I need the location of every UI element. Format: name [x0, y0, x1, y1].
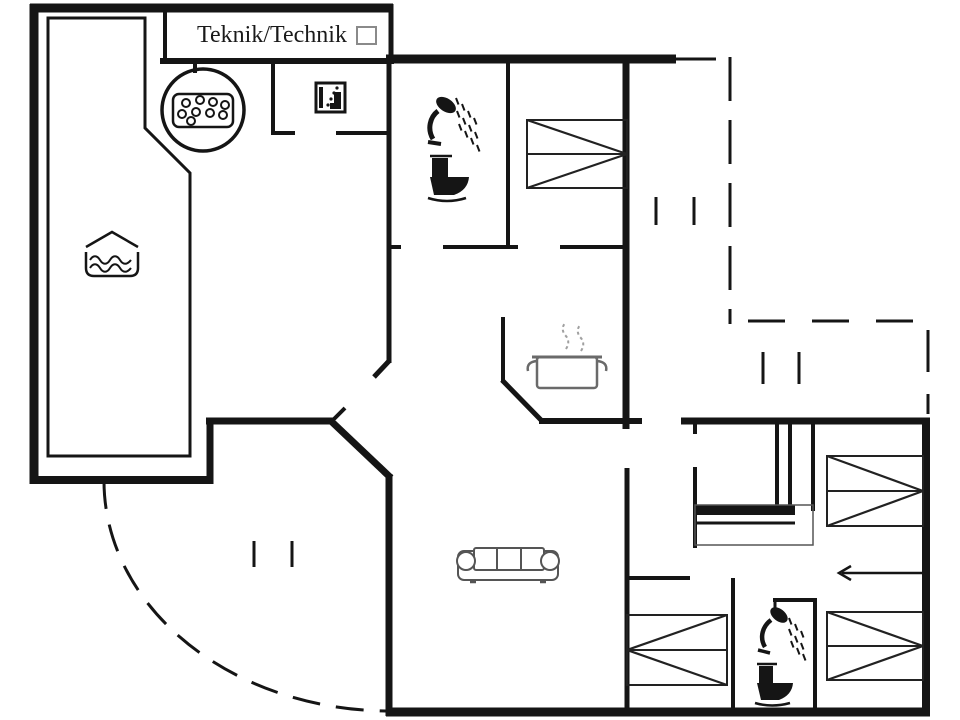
beds — [526, 118, 924, 687]
bed-4 — [626, 613, 728, 687]
washing-machine-icon — [314, 81, 347, 114]
pool-basin — [46, 16, 192, 458]
hot-tub — [160, 67, 246, 153]
shower-icon-bath1 — [427, 96, 481, 152]
sliding-door-arrow — [836, 564, 924, 582]
toilet-icon-bath2 — [754, 662, 793, 707]
stove-pot-icon — [526, 321, 608, 390]
window-marks — [252, 197, 801, 567]
walls — [29, 3, 930, 717]
sofa — [456, 547, 560, 584]
technik-symbol-square — [356, 26, 377, 45]
wardrobe-closet — [694, 504, 814, 546]
technik-room-label: Teknik/Technik — [197, 22, 347, 48]
toilet-icon-bath1 — [427, 154, 469, 203]
bed-3 — [826, 610, 924, 682]
bed-2 — [826, 454, 924, 528]
terrace-boundaries — [102, 57, 930, 713]
shower-icon-bath2 — [757, 607, 807, 661]
pool-icon — [84, 230, 140, 278]
furniture-symbols — [46, 16, 924, 707]
bed-1 — [526, 118, 628, 190]
